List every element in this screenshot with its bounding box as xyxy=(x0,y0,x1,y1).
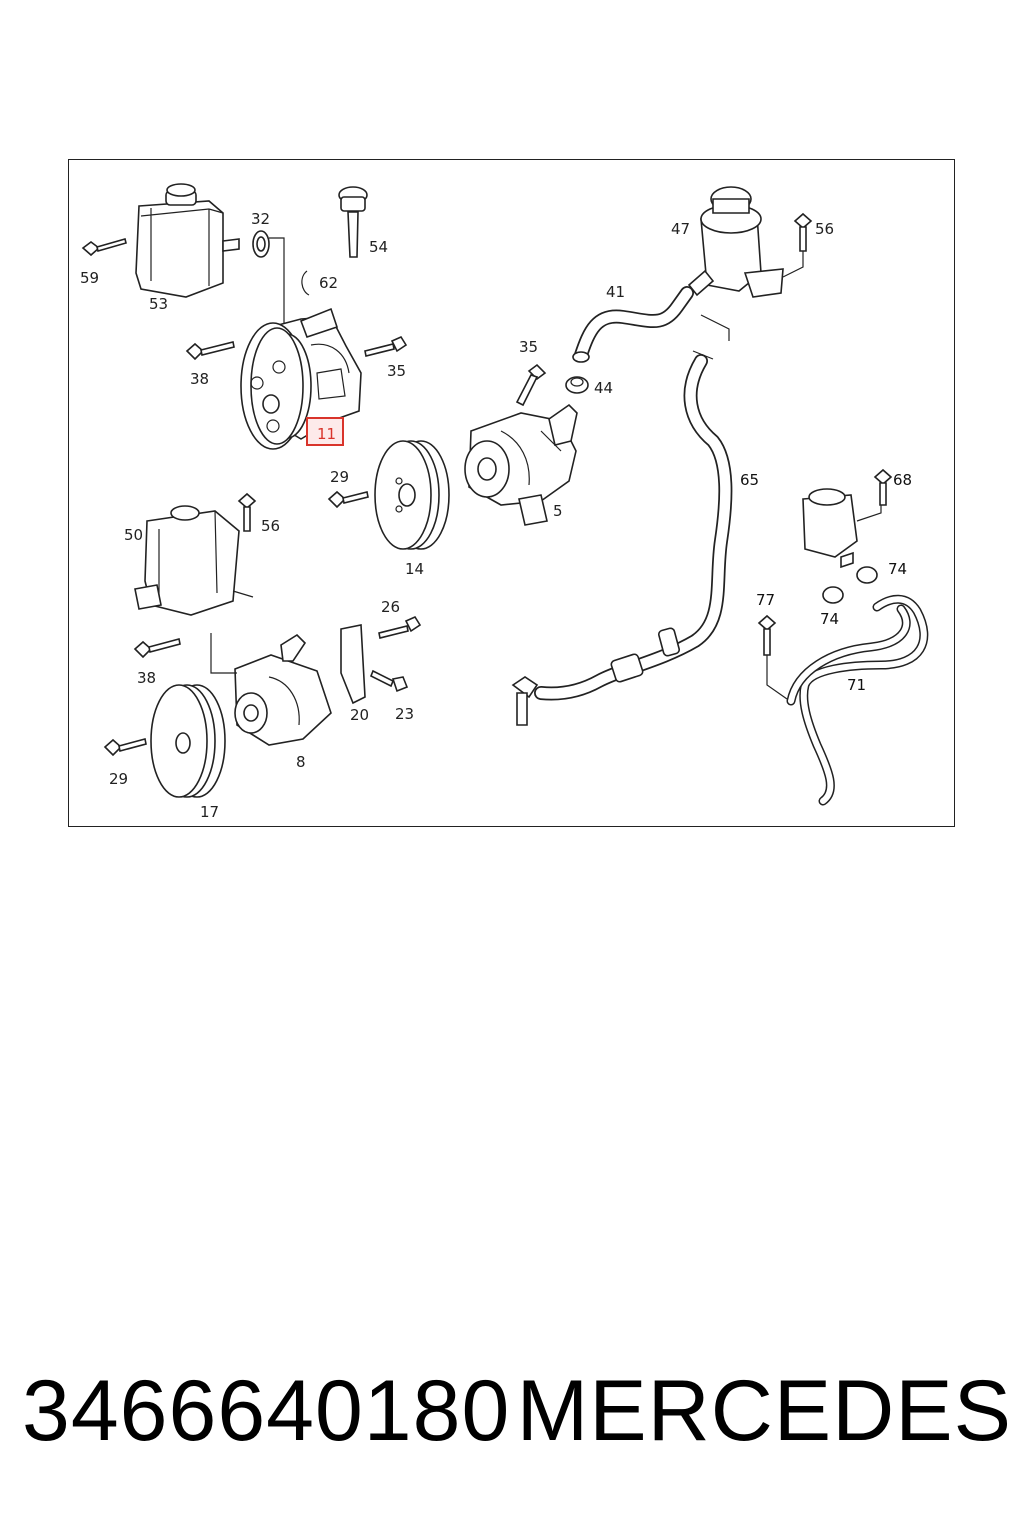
part-number: 3466640180 xyxy=(22,1363,511,1459)
label-74-right: 74 xyxy=(888,560,907,578)
part-caption: 3466640180 MERCEDES xyxy=(22,1368,1012,1454)
hose-65-drawing xyxy=(511,314,733,726)
label-32: 32 xyxy=(251,210,270,228)
label-38-top: 38 xyxy=(190,370,209,388)
label-68: 68 xyxy=(893,471,912,489)
label-35-top: 35 xyxy=(387,362,406,380)
label-29-bottom: 29 xyxy=(109,770,128,788)
label-41: 41 xyxy=(606,283,625,301)
label-47: 47 xyxy=(671,220,690,238)
label-65: 65 xyxy=(740,471,759,489)
power-steering-pump-5-drawing xyxy=(464,403,578,526)
label-54: 54 xyxy=(369,238,388,256)
label-44: 44 xyxy=(594,379,613,397)
label-38-bottom: 38 xyxy=(137,669,156,687)
brand-name: MERCEDES xyxy=(516,1363,1012,1459)
parts-diagram: 59 53 32 54 62 38 35 11 29 14 35 44 5 41… xyxy=(80,183,929,821)
bolt-29a-drawing xyxy=(327,490,369,509)
hose-clamp-44-drawing xyxy=(565,376,589,394)
power-steering-pump-8-drawing xyxy=(210,633,332,746)
label-23: 23 xyxy=(395,705,414,723)
label-11[interactable]: 11 xyxy=(317,425,336,443)
label-17: 17 xyxy=(200,803,219,821)
label-53: 53 xyxy=(149,295,168,313)
hose-71-drawing xyxy=(766,594,929,806)
reservoir-47-drawing xyxy=(687,186,804,298)
power-steering-pump-11-drawing xyxy=(240,307,362,450)
label-35-mid: 35 xyxy=(519,338,538,356)
label-29-mid: 29 xyxy=(330,468,349,486)
bolt-77-drawing xyxy=(757,614,777,656)
label-77: 77 xyxy=(756,591,775,609)
label-26: 26 xyxy=(381,598,400,616)
label-56-mid: 56 xyxy=(261,517,280,535)
pulley-17-drawing xyxy=(150,684,226,798)
bolt-38a-drawing xyxy=(185,341,235,361)
label-56-top: 56 xyxy=(815,220,834,238)
label-62: 62 xyxy=(319,274,338,292)
label-59: 59 xyxy=(80,269,99,287)
bolt-38b-drawing xyxy=(133,638,181,659)
seal-32-drawing xyxy=(252,230,285,331)
clip-62-drawing xyxy=(301,270,310,296)
highlight-box-11[interactable] xyxy=(306,417,344,446)
bolt-59-drawing xyxy=(81,238,127,257)
label-74-lower: 74 xyxy=(820,610,839,628)
bolt-29b-drawing xyxy=(103,738,147,757)
bolt-56b-drawing xyxy=(237,492,257,532)
label-14: 14 xyxy=(405,560,424,578)
label-20: 20 xyxy=(350,706,369,724)
label-8: 8 xyxy=(296,753,306,771)
bracket-20-drawing xyxy=(340,624,366,705)
bolt-26-drawing xyxy=(378,615,422,639)
reservoir-50-drawing xyxy=(134,505,254,616)
label-50: 50 xyxy=(124,526,143,544)
label-71: 71 xyxy=(847,676,866,694)
cap-screw-54-drawing xyxy=(338,186,368,258)
parts-diagram-frame: 59 53 32 54 62 38 35 11 29 14 35 44 5 41… xyxy=(68,159,955,827)
reservoir-68-assembly-drawing xyxy=(802,468,893,604)
label-5: 5 xyxy=(553,502,563,520)
bolt-23-drawing xyxy=(369,669,409,693)
bolt-35b-drawing xyxy=(515,363,547,407)
reservoir-53-drawing xyxy=(135,183,240,298)
hose-41-drawing xyxy=(572,286,694,363)
bolt-56a-drawing xyxy=(793,212,813,252)
bolt-35a-drawing xyxy=(364,335,408,357)
pulley-14-drawing xyxy=(374,440,450,550)
